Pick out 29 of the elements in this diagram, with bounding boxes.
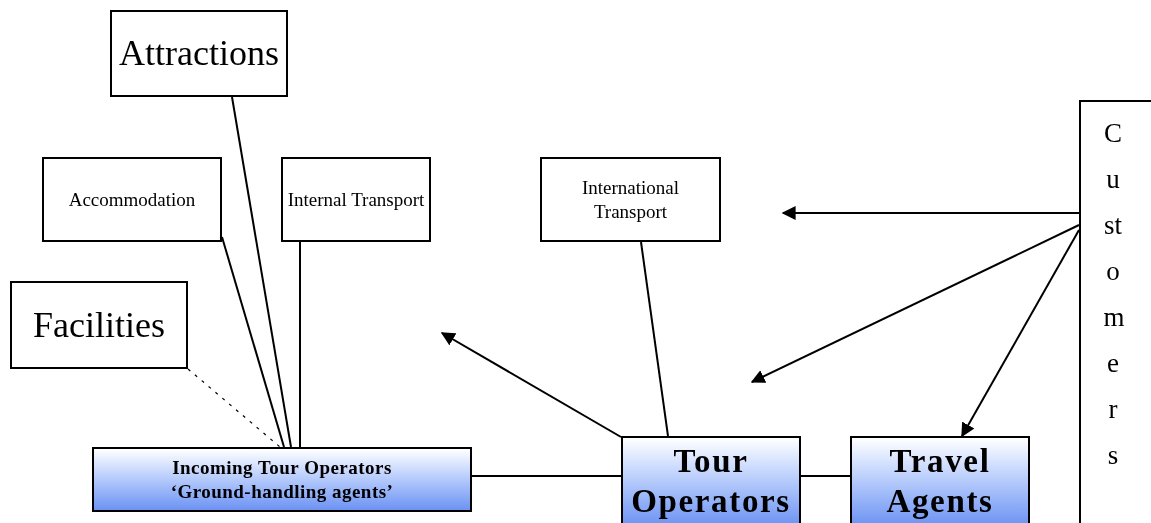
box-label: Accommodation <box>67 187 197 212</box>
arrow <box>750 224 1080 383</box>
box-label: Attractions <box>119 32 279 75</box>
entity-box <box>10 281 188 369</box>
box-label: Internal Transport <box>286 187 426 212</box>
operator-box <box>92 447 472 512</box>
operator-box <box>850 436 1030 523</box>
box-label: Tour Operators <box>630 442 792 521</box>
connector-line <box>299 241 301 448</box>
box-label: ‘Ground-handling agents’ <box>170 479 394 504</box>
operator-box <box>621 436 801 523</box>
connector-line <box>231 96 292 448</box>
arrow <box>440 332 622 438</box>
entity-box <box>281 157 431 242</box>
customers-box <box>1079 100 1151 523</box>
connector-line <box>187 368 281 448</box>
entity-box <box>42 157 222 242</box>
box-label: Facilities <box>33 303 165 347</box>
arrow <box>961 229 1080 438</box>
box-label: International Transport <box>580 175 681 224</box>
entity-box <box>110 10 288 97</box>
box-label: Incoming Tour Operators <box>172 455 392 480</box>
connector-line <box>640 241 669 437</box>
box-label: Travel Agents <box>885 442 995 521</box>
entity-box <box>540 157 721 242</box>
connector-line <box>800 475 851 477</box>
arrow <box>781 206 1080 220</box>
connector-line <box>471 475 622 477</box>
vertical-label: Customers <box>1103 117 1123 472</box>
